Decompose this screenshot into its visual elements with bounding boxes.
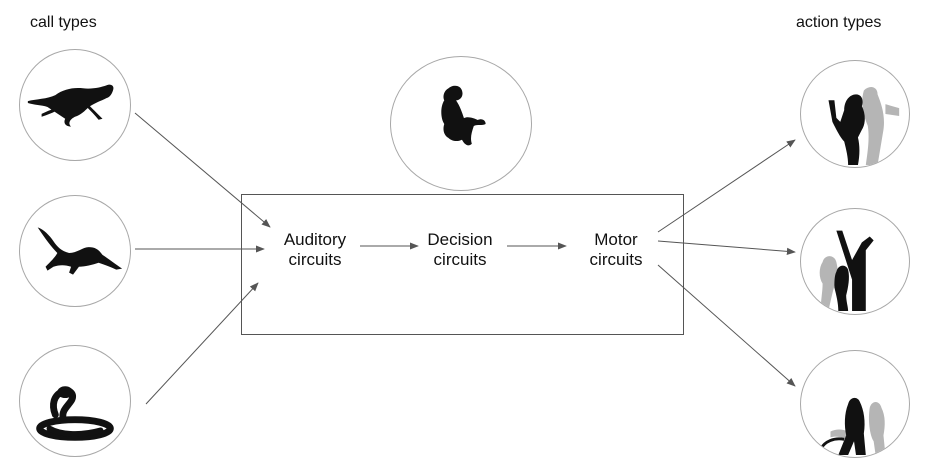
monkeys-climb-tree-icon [828, 87, 900, 166]
call-eagle-circle [19, 195, 131, 307]
arrow-snake-to-auditory [145, 282, 259, 405]
stage-decision-circuits: Decision circuits [414, 230, 506, 270]
arrow-motor-to-stand [657, 264, 796, 387]
stage-auditory-line2: circuits [288, 250, 342, 269]
snake-icon [36, 386, 114, 441]
cheetah-icon [27, 84, 114, 127]
stage-auditory-circuits: Auditory circuits [270, 230, 360, 270]
stage-motor-line1: Motor [594, 230, 638, 249]
stage-motor-line2: circuits [589, 250, 643, 269]
stage-auditory-line1: Auditory [283, 230, 347, 249]
action-stand-circle [800, 350, 910, 458]
call-snake-circle [19, 345, 131, 457]
action-tree-circle [800, 208, 910, 315]
brain-circuits-box [241, 194, 684, 335]
center-monkey-circle [390, 56, 532, 191]
stage-decision-line1: Decision [427, 230, 493, 249]
arrow-motor-to-climb [657, 139, 796, 233]
monkey-with-infant-icon [441, 85, 486, 146]
stage-decision-line2: circuits [433, 250, 487, 269]
call-cheetah-circle [19, 49, 131, 161]
action-climb-circle [800, 60, 910, 168]
call-types-heading: call types [30, 14, 97, 31]
arrow-motor-to-tree [657, 240, 796, 255]
eagle-icon [37, 227, 123, 275]
stage-motor-circuits: Motor circuits [572, 230, 660, 270]
monkeys-in-tree-icon [819, 230, 874, 312]
action-types-heading: action types [796, 14, 882, 31]
arrow-cheetah-to-auditory [134, 112, 271, 228]
